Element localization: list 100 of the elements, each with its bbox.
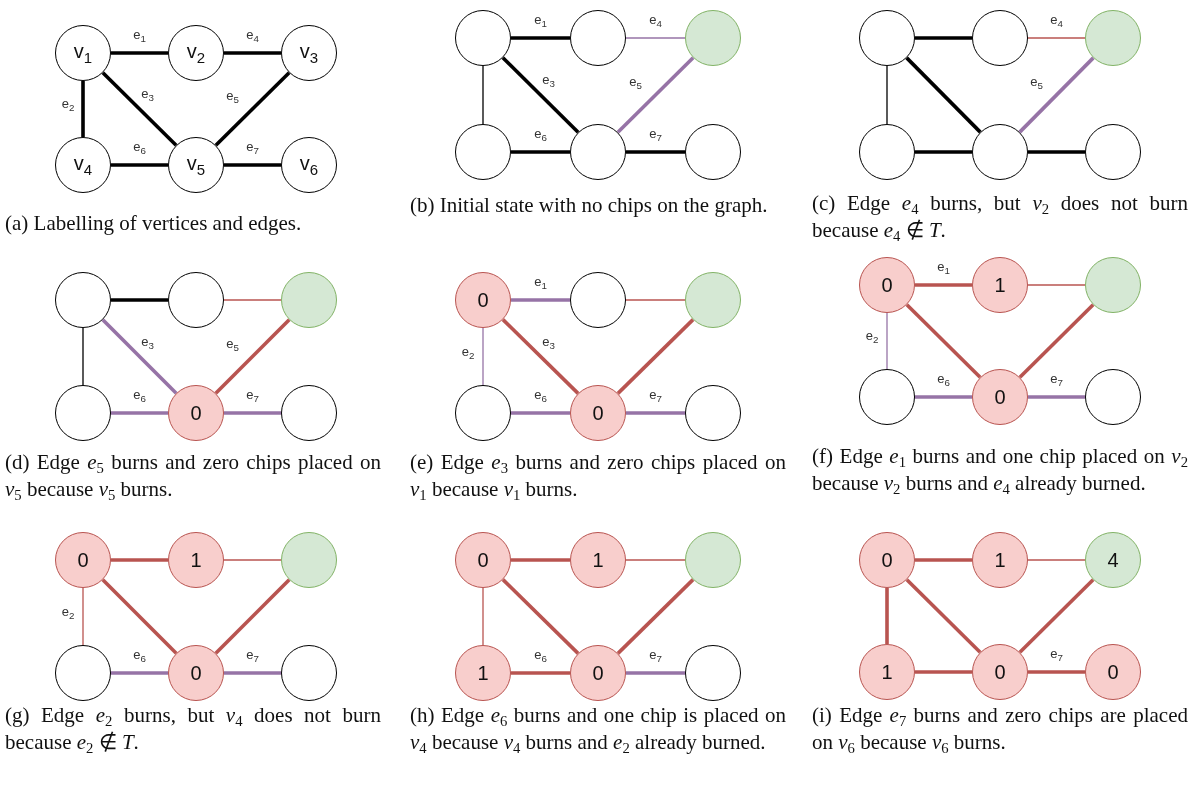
graph-edge xyxy=(511,298,570,302)
vertex-circle xyxy=(281,137,337,193)
graph-edge xyxy=(1018,578,1095,654)
graph-edge xyxy=(511,558,570,562)
graph-edge xyxy=(616,578,695,655)
vertex-label: 0 xyxy=(592,663,604,683)
vertex-circle xyxy=(859,369,915,425)
graph-edge xyxy=(1027,284,1086,286)
graph-edge xyxy=(214,71,291,147)
graph-edge xyxy=(625,299,686,301)
graph-edge xyxy=(885,588,889,644)
vertex-circle xyxy=(859,257,915,313)
vertex-circle xyxy=(685,385,741,441)
graph-edge xyxy=(111,411,168,415)
vertex-circle xyxy=(281,532,337,588)
graph-edge xyxy=(511,411,570,415)
vertex-circle xyxy=(859,124,915,180)
vertex-circle xyxy=(1085,644,1141,700)
vertex-circle xyxy=(168,25,224,81)
graph-edge xyxy=(111,671,168,675)
graph-edge xyxy=(905,578,982,654)
vertex-circle xyxy=(859,532,915,588)
vertex-label: 0 xyxy=(994,662,1006,682)
vertex-label: 0 xyxy=(994,387,1006,407)
graph-edge xyxy=(625,37,686,39)
vertex-circle xyxy=(455,10,511,66)
vertex-circle xyxy=(1085,532,1141,588)
vertex-circle xyxy=(55,645,111,701)
graph-edge xyxy=(501,56,580,134)
vertex-circle xyxy=(1085,124,1141,180)
graph-edge xyxy=(1028,395,1085,399)
graph-edge xyxy=(482,587,484,646)
caption: (a) Labelling of vertices and edges. xyxy=(5,210,303,237)
graph-edge xyxy=(214,318,291,395)
graph-edge xyxy=(224,671,281,675)
graph-edge xyxy=(482,65,484,125)
graph-edge xyxy=(905,303,982,379)
caption: (h) Edge e$_{6}$ burns and one chip is placed on v$_{4}$ because v$_{4}$ burns and e$_{2}$ already burned. xyxy=(410,702,786,756)
caption: (g) Edge e$_{2}$ burns, but v$_{4}$ does not burn because e$_{2}$ ∉ T. xyxy=(5,702,381,756)
vertex-circle xyxy=(1085,10,1141,66)
vertex-label: 0 xyxy=(477,550,489,570)
vertex-circle xyxy=(455,532,511,588)
graph-edge xyxy=(886,312,888,370)
caption: (c) Edge e$_{4}$ burns, but v$_{2}$ does not burn because e$_{4}$ ∉ T. xyxy=(812,190,1188,244)
graph-edge xyxy=(511,36,570,40)
vertex-circle xyxy=(685,10,741,66)
vertex-circle xyxy=(281,272,337,328)
vertex-circle xyxy=(972,124,1028,180)
vertex-label: v$_{4}$ xyxy=(73,153,93,177)
graph-edge xyxy=(111,298,168,302)
graph-edge xyxy=(1028,150,1085,154)
graph-edge xyxy=(214,578,291,655)
graph-edge xyxy=(915,36,972,40)
graph-edge xyxy=(1027,37,1086,39)
graph-edge xyxy=(511,150,570,154)
vertex-circle xyxy=(859,10,915,66)
vertex-label: 0 xyxy=(190,663,202,683)
caption: (b) Initial state with no chips on the graph. xyxy=(410,192,769,219)
graph-edge xyxy=(915,283,972,287)
vertex-circle xyxy=(55,385,111,441)
vertex-circle xyxy=(55,137,111,193)
vertex-circle xyxy=(570,10,626,66)
caption: (d) Edge e$_{5}$ burns and zero chips placed on v$_{5}$ because v$_{5}$ burns. xyxy=(5,449,381,503)
graph-edge xyxy=(626,671,685,675)
vertex-circle xyxy=(570,385,626,441)
graph-edge xyxy=(1018,303,1095,379)
vertex-circle xyxy=(972,369,1028,425)
vertex-label: v$_{5}$ xyxy=(186,153,206,177)
vertex-circle xyxy=(972,532,1028,588)
graph-edge xyxy=(1027,559,1086,561)
vertex-circle xyxy=(55,532,111,588)
vertex-circle xyxy=(168,385,224,441)
graph-edge xyxy=(511,671,570,675)
vertex-circle xyxy=(168,272,224,328)
caption: (i) Edge e$_{7}$ burns and zero chips are placed on v$_{6}$ because v$_{6}$ burns. xyxy=(812,702,1188,756)
vertex-label: 0 xyxy=(881,275,893,295)
graph-edge xyxy=(1028,670,1085,674)
vertex-circle xyxy=(685,532,741,588)
vertex-label: v$_{3}$ xyxy=(299,41,319,65)
caption: (e) Edge e$_{3}$ burns and zero chips placed on v$_{1}$ because v$_{1}$ burns. xyxy=(410,449,786,503)
vertex-label: 0 xyxy=(77,550,89,570)
vertex-circle xyxy=(1085,257,1141,313)
graph-edge xyxy=(101,71,178,147)
caption: (f) Edge e$_{1}$ burns and one chip placed on v$_{2}$ because v$_{2}$ burns and e$_{4}$ already burned. xyxy=(812,443,1188,497)
vertex-circle xyxy=(281,25,337,81)
graph-edge xyxy=(915,558,972,562)
vertex-label: 0 xyxy=(592,403,604,423)
vertex-label: v$_{1}$ xyxy=(73,41,93,65)
graph-edge xyxy=(905,56,982,134)
vertex-label: 0 xyxy=(881,550,893,570)
vertex-circle xyxy=(455,645,511,701)
vertex-circle xyxy=(570,532,626,588)
graph-edge xyxy=(626,150,685,154)
graph-edge xyxy=(501,578,580,655)
vertex-label: 4 xyxy=(1107,550,1119,570)
vertex-label: v$_{2}$ xyxy=(186,41,206,65)
vertex-circle xyxy=(455,385,511,441)
graph-edge xyxy=(616,56,695,134)
vertex-label: 1 xyxy=(994,275,1006,295)
vertex-circle xyxy=(859,644,915,700)
